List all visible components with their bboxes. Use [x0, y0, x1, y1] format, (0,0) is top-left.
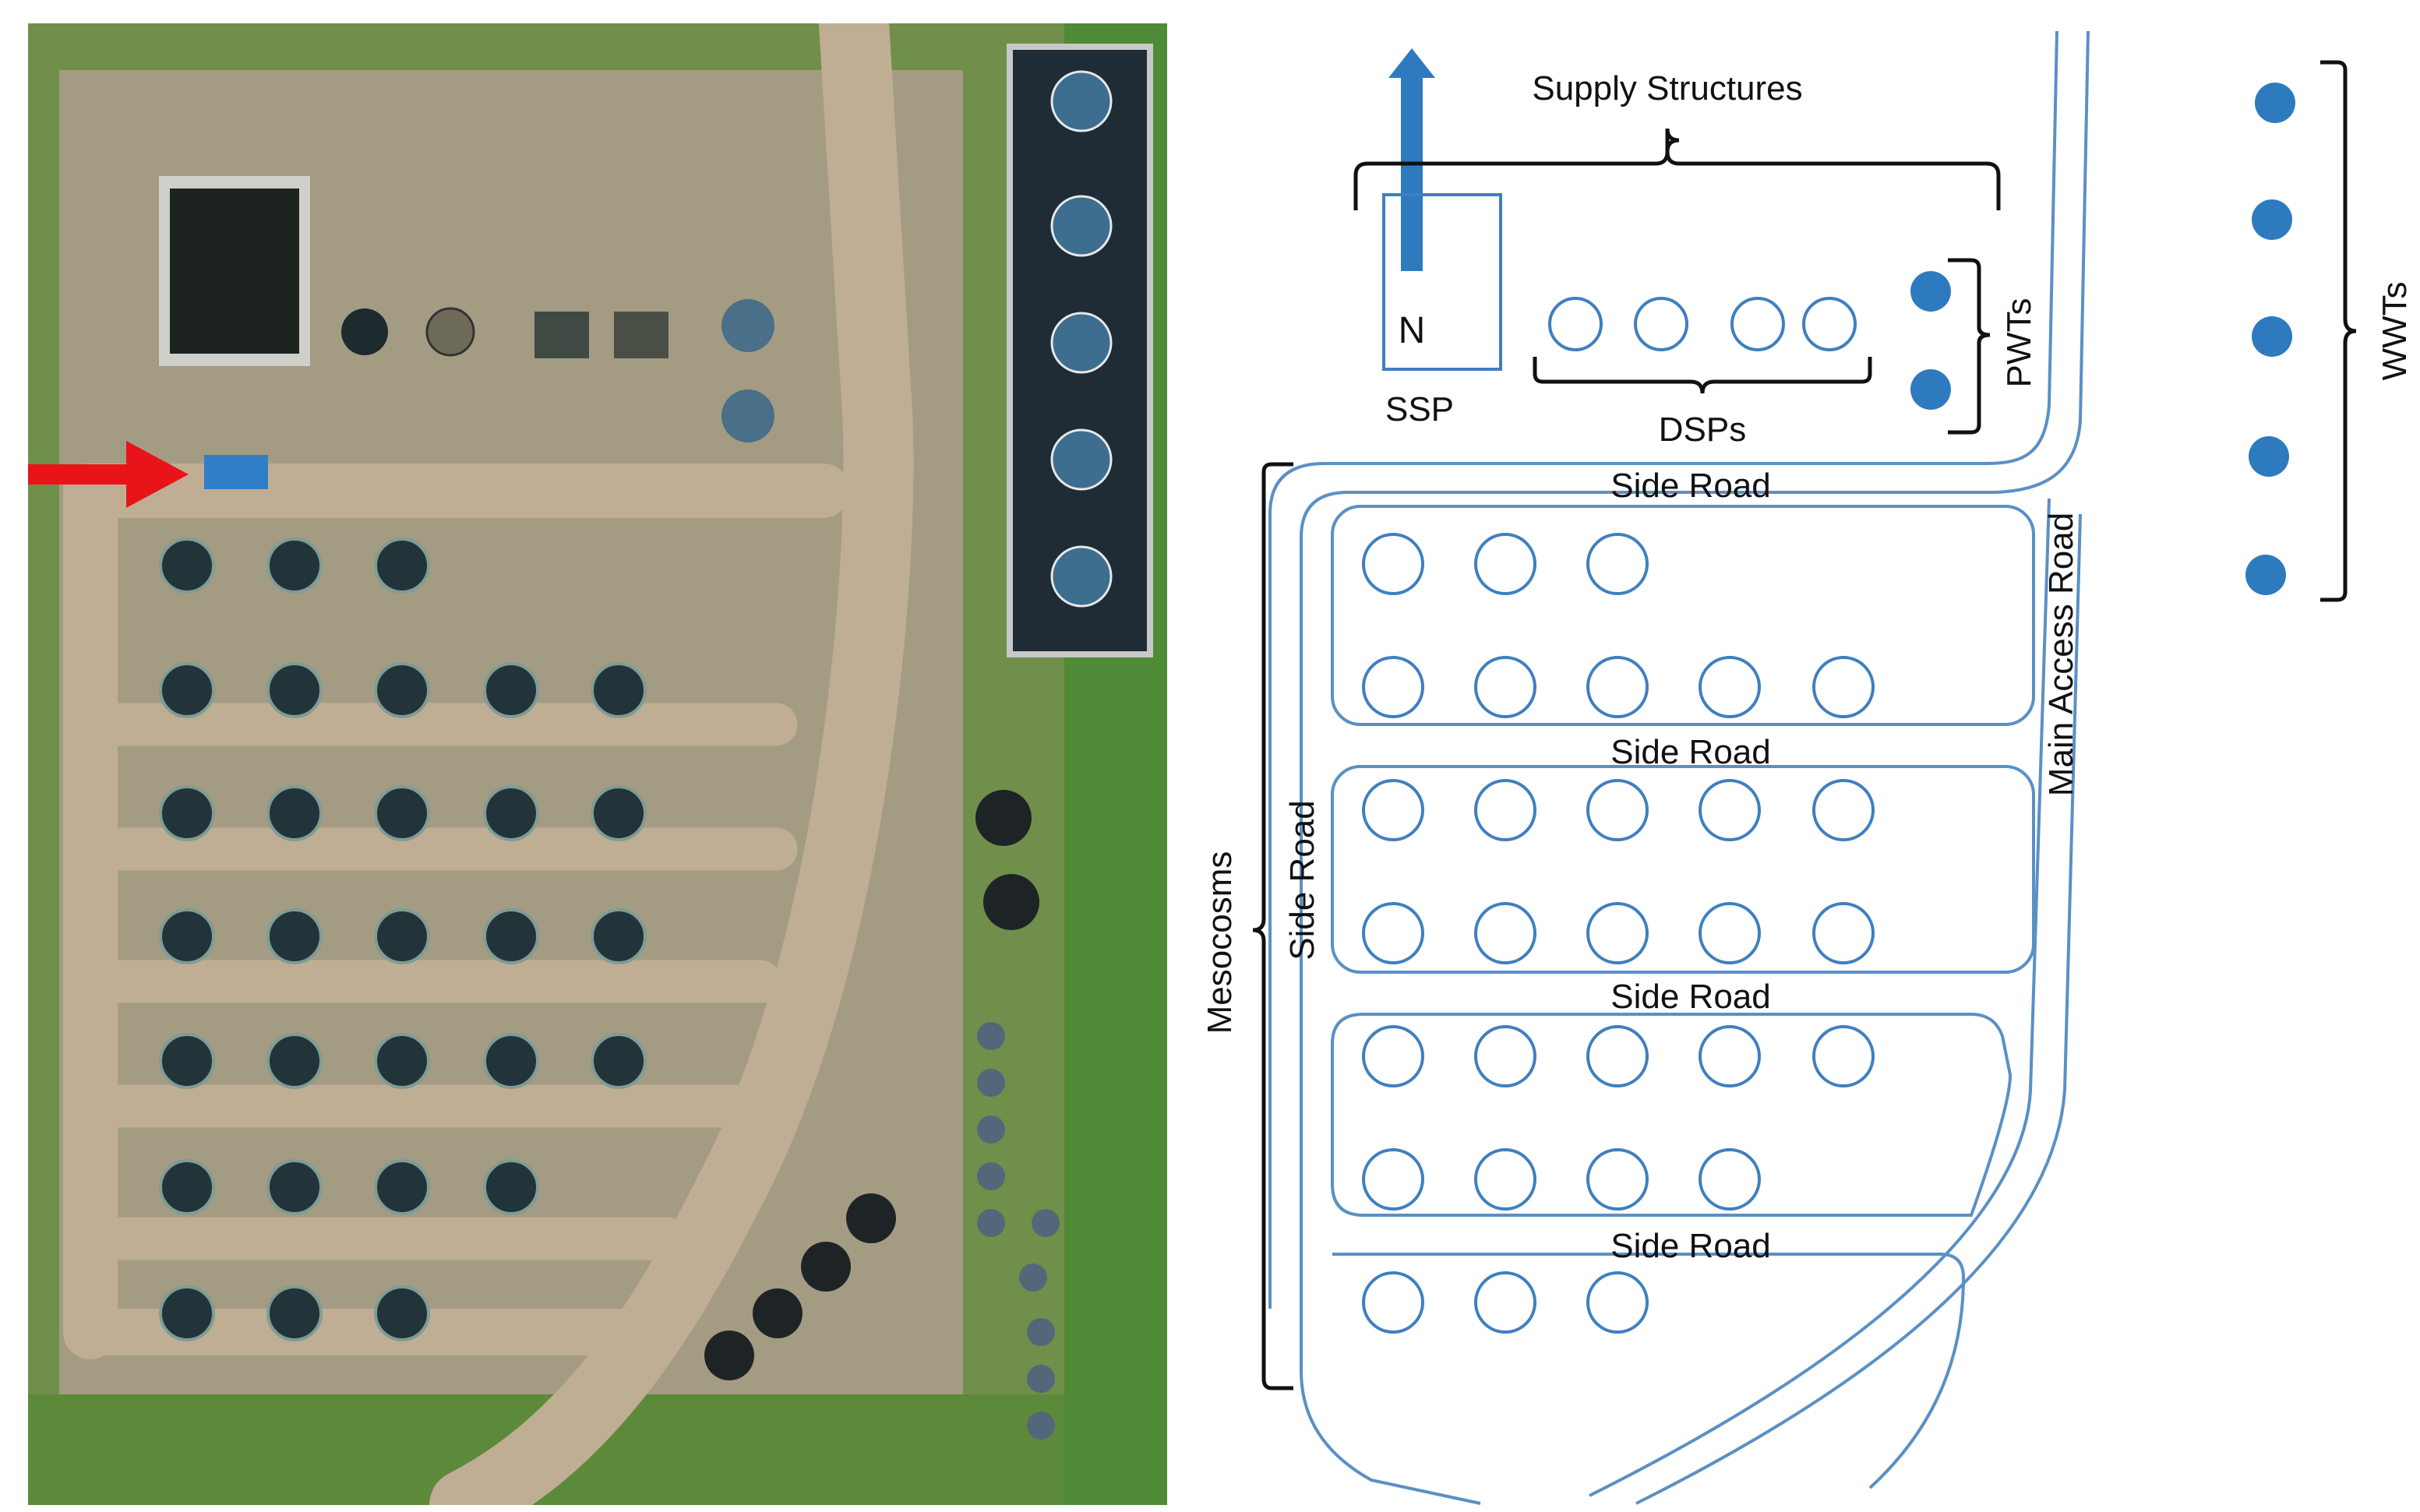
dsp-tanks-photo — [341, 307, 668, 358]
arrow-right-icon — [28, 441, 189, 508]
mesocosm-tank-photo — [374, 662, 430, 718]
side-road-label-vertical: Side Road — [1283, 800, 1321, 960]
mesocosm-tank-photo — [591, 662, 647, 718]
dsp-tanks — [1548, 297, 1857, 351]
mesocosm-tank-photo — [159, 537, 215, 594]
pwt-tanks-photo — [721, 299, 774, 442]
mesocosm-tank-photo — [374, 1285, 430, 1341]
mesocosms-label: Mesocosms — [1201, 851, 1239, 1034]
mesocosm-tank-photo — [483, 1159, 539, 1215]
mesocosm-tank-photo — [374, 908, 430, 964]
mesocosm-tank-photo — [483, 662, 539, 718]
mesocosm-tank-photo — [266, 1033, 323, 1089]
mesocosm-tanks — [1362, 533, 1875, 1334]
ssp-pond-water — [170, 189, 299, 354]
pwts-brace — [1948, 258, 1991, 435]
side-road-outlines — [1268, 462, 2035, 1505]
wwts-label: WWTs — [2376, 281, 2414, 380]
dsps-label: DSPs — [1659, 411, 1746, 449]
mesocosm-tank-photo — [374, 537, 430, 594]
arrow-up-icon — [1388, 48, 1435, 271]
mesocosm-tank-photo — [266, 1285, 323, 1341]
mesocosm-tank-photo — [159, 662, 215, 718]
main-access-road — [1589, 30, 2090, 1505]
main-access-road-label: Main Access Road — [2042, 513, 2080, 796]
mesocosm-tank-photo — [266, 1159, 323, 1215]
mesocosm-tank-photo — [266, 662, 323, 718]
small-tanks-photo — [977, 1022, 1060, 1440]
mesocosm-tanks-photo — [159, 537, 647, 1341]
ssp-label: SSP — [1385, 390, 1454, 428]
mesocosm-tank-photo — [266, 537, 323, 594]
pwt-tanks — [1910, 271, 1951, 410]
mesocosm-tank-photo — [159, 785, 215, 841]
mesocosms-brace — [1252, 462, 1293, 1390]
mesocosm-tank-photo — [266, 908, 323, 964]
wwt-tanks-photo — [1050, 70, 1113, 608]
vehicle — [204, 455, 268, 489]
mesocosm-tank-photo — [374, 1033, 430, 1089]
side-road-label-3: Side Road — [1610, 978, 1770, 1016]
north-label: N — [1399, 310, 1426, 351]
pwts-label: PWTs — [2000, 298, 2038, 388]
ssp-box — [1382, 193, 1502, 371]
wwt-tanks — [2245, 83, 2295, 595]
mesocosm-tank-photo — [159, 1159, 215, 1215]
mesocosm-tank-photo — [483, 908, 539, 964]
mesocosm-tank-photo — [483, 1033, 539, 1089]
mesocosm-tank-photo — [483, 785, 539, 841]
side-road-label-2: Side Road — [1610, 733, 1770, 771]
mesocosm-tank-photo — [591, 1033, 647, 1089]
mesocosm-tank-photo — [159, 908, 215, 964]
dark-tanks-photo — [704, 790, 1039, 1380]
dsps-brace — [1533, 357, 1872, 394]
wwts-brace — [2320, 60, 2357, 602]
side-road-label-4: Side Road — [1610, 1227, 1770, 1265]
mesocosm-tank-photo — [591, 908, 647, 964]
mesocosm-tank-photo — [374, 1159, 430, 1215]
supply-structures-brace — [1353, 128, 2001, 210]
site-schematic: N Supply Structures SSP DSPs PWTs WWTs — [1201, 30, 2414, 1505]
mesocosm-tank-photo — [374, 785, 430, 841]
supply-structures-label: Supply Structures — [1532, 69, 1802, 107]
mesocosm-tank-photo — [591, 785, 647, 841]
side-road-label-1: Side Road — [1610, 467, 1770, 505]
aerial-photo — [28, 23, 1167, 1505]
mesocosm-tank-photo — [159, 1285, 215, 1341]
mesocosm-tank-photo — [159, 1033, 215, 1089]
mesocosm-tank-photo — [266, 785, 323, 841]
